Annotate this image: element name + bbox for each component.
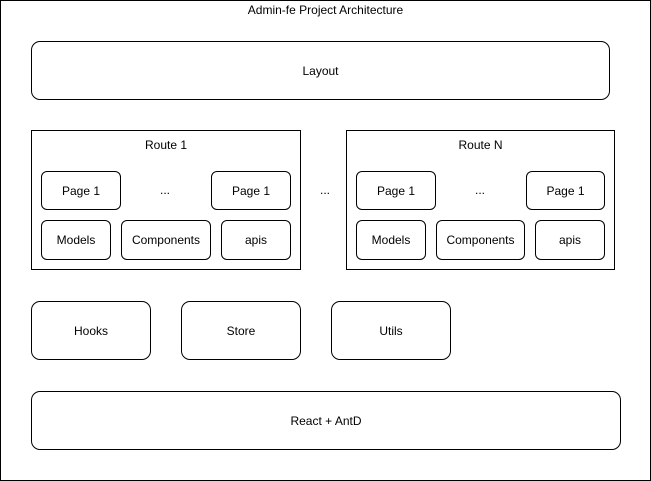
utils-label: Utils [379,323,403,338]
route-n-apis-label: apis [558,233,581,247]
layout-box: Layout [31,41,610,100]
route-n-page-last: Page 1 [526,171,605,210]
route-1-components: Components [121,220,211,260]
route-1-apis: apis [221,220,291,260]
route-1-page-last: Page 1 [211,171,291,210]
route-1-page-first-label: Page 1 [61,183,101,198]
route-1-models: Models [41,220,111,260]
route-n-page-ellipsis: ... [474,183,485,197]
route-n-models-label: Models [371,233,411,247]
hooks-box: Hooks [31,301,151,360]
route-n-apis: apis [535,220,605,260]
route-n-models: Models [356,220,426,260]
foundation-box: React + AntD [31,391,621,450]
route-n-page-last-label: Page 1 [546,183,585,198]
route-n-label: Route N [458,138,503,152]
layout-label: Layout [302,63,339,78]
route-1-label: Route 1 [144,138,188,152]
hooks-label: Hooks [73,323,108,338]
route-1-page-last-label: Page 1 [231,183,271,198]
between-routes-ellipsis: ... [319,183,330,197]
utils-box: Utils [331,301,451,360]
foundation-label: React + AntD [290,413,362,428]
route-1-page-first: Page 1 [41,171,121,210]
route-1-models-label: Models [56,233,96,247]
route-1-components-label: Components [131,233,201,247]
route-n-page-first: Page 1 [356,171,436,210]
store-box: Store [181,301,301,360]
route-1-page-ellipsis: ... [159,183,170,197]
route-n-page-first-label: Page 1 [376,183,416,198]
store-label: Store [226,323,256,338]
route-1-apis-label: apis [244,233,267,247]
route-n-components: Components [436,220,525,260]
diagram-title: Admin-fe Project Architecture [247,3,404,17]
route-n-components-label: Components [446,233,515,247]
